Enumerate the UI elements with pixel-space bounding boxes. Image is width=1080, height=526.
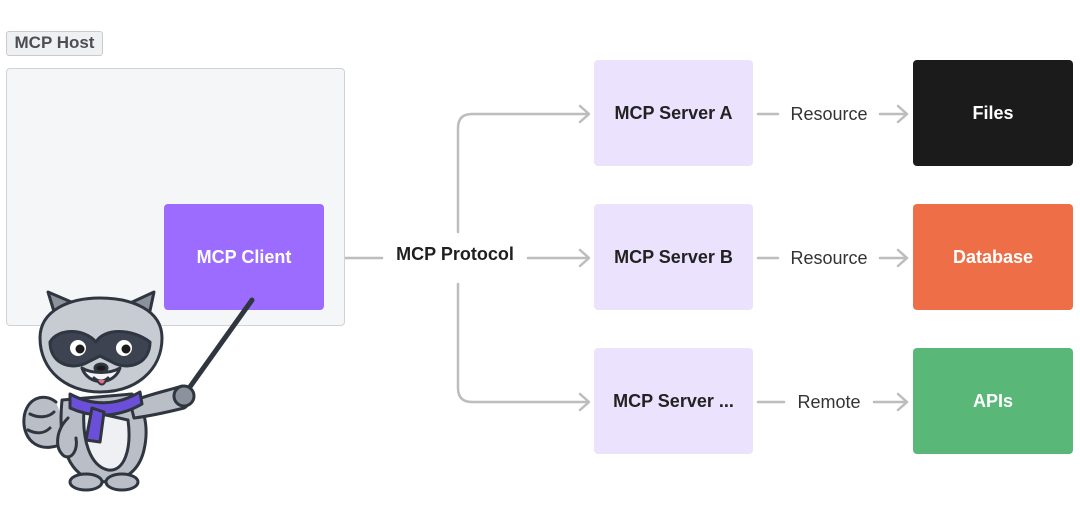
arrow-database — [896, 248, 909, 268]
server-label: MCP Server ... — [613, 390, 734, 411]
mcp-server-b-node: MCP Server B — [594, 204, 753, 310]
server-label: MCP Server A — [614, 102, 733, 123]
connector-label-a: Resource — [782, 102, 876, 126]
connector-label-b: Resource — [782, 246, 876, 270]
files-node: Files — [913, 60, 1073, 166]
mcp-server-more-node: MCP Server ... — [594, 348, 753, 454]
files-label: Files — [972, 102, 1014, 123]
arrow-server-a — [578, 104, 591, 124]
protocol-label: MCP Protocol — [386, 241, 524, 267]
arrow-server-b — [578, 248, 591, 268]
scarf-icon — [68, 390, 144, 417]
apis-node: APIs — [913, 348, 1073, 454]
trunk-line — [456, 112, 590, 234]
mcp-client-label: MCP Client — [196, 246, 292, 267]
arrow-server-c — [578, 392, 591, 412]
mcp-server-a-node: MCP Server A — [594, 60, 753, 166]
trunk-line-lower — [456, 282, 590, 404]
host-label: MCP Host — [6, 31, 103, 56]
database-label: Database — [952, 246, 1034, 267]
pointer-stick-icon — [179, 297, 255, 401]
server-label: MCP Server B — [614, 246, 733, 267]
connector-label-c: Remote — [788, 390, 870, 414]
mcp-client-node: MCP Client — [164, 204, 324, 310]
database-node: Database — [913, 204, 1073, 310]
apis-label: APIs — [972, 390, 1014, 411]
arrow-files — [896, 104, 909, 124]
raccoon-mascot-icon — [22, 290, 255, 492]
arrow-apis — [896, 392, 909, 412]
